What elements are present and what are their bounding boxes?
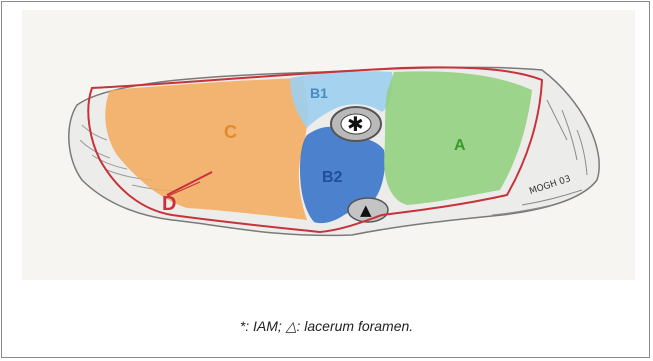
label-C: C [224, 122, 237, 142]
lacerum-marker: ▲ [360, 201, 372, 219]
label-A: A [454, 137, 466, 154]
skull-base-drawing: C B1 B2 A D ✱ ▲ MOGH 03 [22, 10, 635, 280]
label-B2: B2 [322, 169, 343, 186]
label-D: D [162, 193, 176, 215]
figure-caption: *: IAM; △: lacerum foramen. [2, 318, 651, 335]
iam-marker: ✱ [347, 112, 364, 136]
label-B1: B1 [310, 85, 328, 101]
